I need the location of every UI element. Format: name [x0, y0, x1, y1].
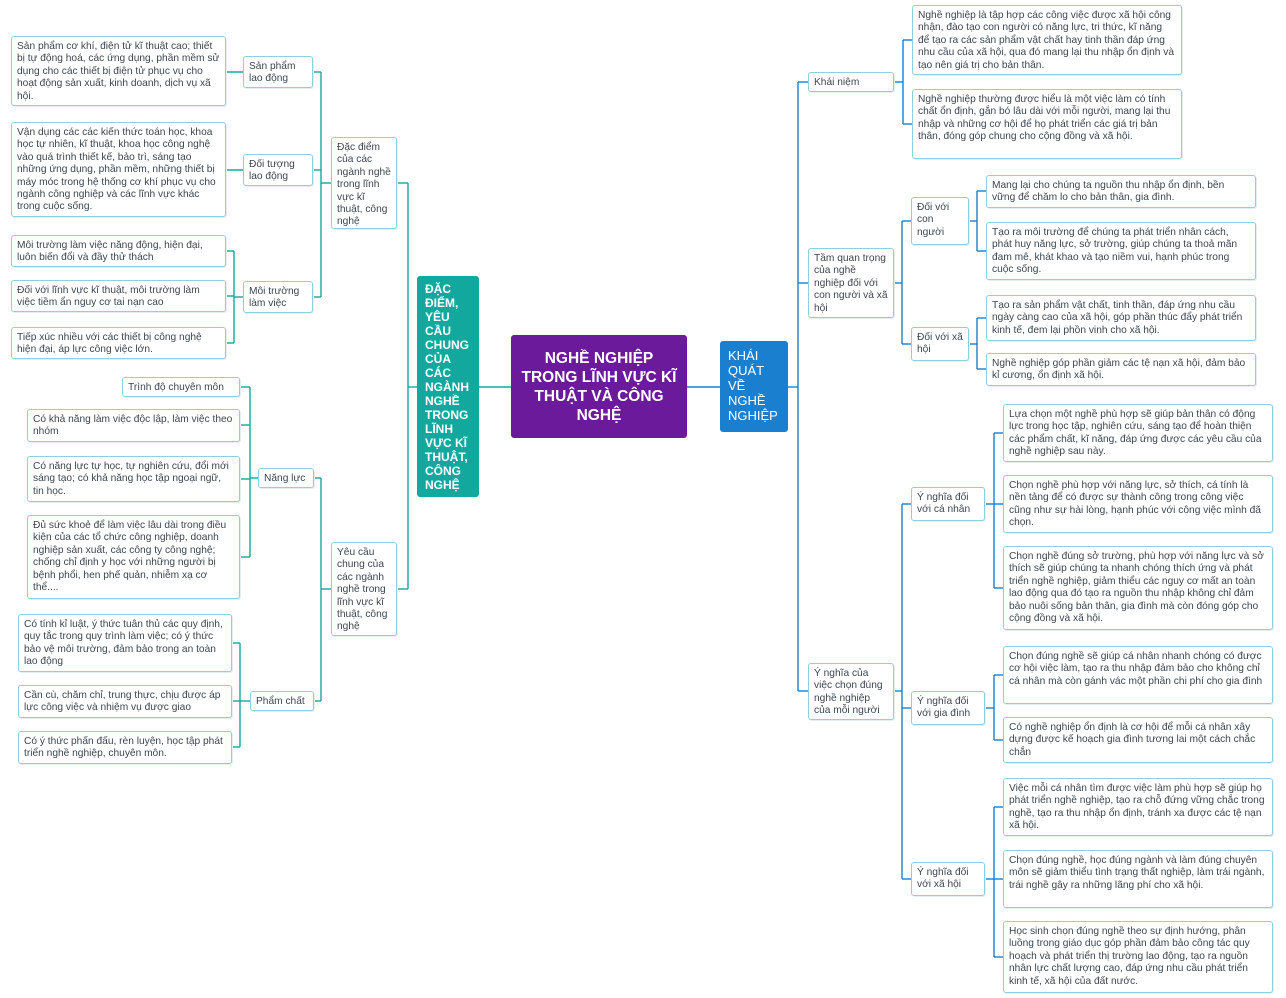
leaf-khai-niem-1: Nghề nghiệp là tập hợp các công việc đượ… — [912, 5, 1182, 75]
center-topic[interactable]: NGHỀ NGHIỆP TRONG LĨNH VỰC KĨ THUẬT VÀ C… — [511, 335, 687, 438]
leaf-ca-nhan-2: Chọn nghề phù hợp với năng lực, sở thích… — [1003, 475, 1273, 533]
leaf-gia-dinh-1: Chọn đúng nghề sẽ giúp cá nhân nhanh chó… — [1003, 646, 1273, 704]
leaf-moi-truong-2: Đối với lĩnh vực kĩ thuật, môi trường là… — [11, 280, 226, 312]
subtopic-doi-voi-con-nguoi[interactable]: Đối với con người — [911, 197, 969, 245]
subtopic-doi-tuong[interactable]: Đối tượng lao động — [243, 154, 313, 186]
leaf-xa-hoi-2: Nghề nghiệp góp phần giảm các tệ nạn xã … — [986, 353, 1256, 386]
leaf-nang-luc-1: Trình độ chuyên môn — [122, 377, 240, 397]
leaf-gia-dinh-2: Có nghề nghiệp ổn định là cơ hội để mỗi … — [1003, 717, 1273, 763]
subtopic-y-nghia-gia-dinh[interactable]: Ý nghĩa đối với gia đình — [911, 691, 985, 725]
subtopic-moi-truong[interactable]: Môi trường làm việc — [243, 281, 313, 313]
subtopic-san-pham[interactable]: Sản phẩm lao động — [243, 56, 313, 88]
subtopic-y-nghia-xa-hoi[interactable]: Ý nghĩa đối với xã hội — [911, 862, 985, 896]
leaf-pham-chat-3: Có ý thức phấn đấu, rèn luyện, học tập p… — [18, 731, 232, 764]
right-main-topic[interactable]: KHÁI QUÁT VỀ NGHỀ NGHIỆP — [720, 341, 788, 432]
leaf-nang-luc-2: Có khả năng làm việc độc lập, làm việc t… — [27, 409, 240, 442]
leaf-xa-hoi-y-2: Chọn đúng nghề, học đúng ngành và làm đú… — [1003, 850, 1273, 908]
leaf-xa-hoi-y-1: Việc mỗi cá nhân tìm được việc làm phù h… — [1003, 778, 1273, 836]
topic-dac-diem[interactable]: Đặc điểm của các ngành nghề trong lĩnh v… — [331, 137, 397, 229]
leaf-ca-nhan-1: Lựa chọn một nghề phù hợp sẽ giúp bản th… — [1003, 404, 1273, 462]
leaf-xa-hoi-1: Tạo ra sản phẩm vật chất, tinh thần, đáp… — [986, 295, 1256, 341]
topic-y-nghia[interactable]: Ý nghĩa của việc chọn đúng nghề nghiệp c… — [808, 663, 894, 720]
topic-tam-quan-trong[interactable]: Tầm quan trọng của nghề nghiệp đối với c… — [808, 248, 894, 318]
leaf-moi-truong-1: Môi trường làm việc năng động, hiện đại,… — [11, 235, 226, 267]
leaf-pham-chat-2: Cần cù, chăm chỉ, trung thực, chịu được … — [18, 685, 232, 718]
subtopic-y-nghia-ca-nhan[interactable]: Ý nghĩa đối với cá nhân — [911, 487, 985, 521]
subtopic-pham-chat[interactable]: Phẩm chất — [250, 691, 314, 711]
leaf-khai-niem-2: Nghề nghiệp thường được hiểu là một việc… — [912, 89, 1182, 159]
leaf-con-nguoi-1: Mang lại cho chúng ta nguồn thu nhập ổn … — [986, 175, 1256, 208]
subtopic-doi-voi-xa-hoi[interactable]: Đối với xã hội — [911, 327, 969, 361]
leaf-xa-hoi-y-3: Học sinh chọn đúng nghề theo sự định hướ… — [1003, 921, 1273, 993]
leaf-pham-chat-1: Có tính kỉ luật, ý thức tuân thủ các quy… — [18, 614, 232, 672]
topic-khai-niem[interactable]: Khái niệm — [808, 72, 894, 92]
topic-yeu-cau[interactable]: Yêu cầu chung của các ngành nghề trong l… — [331, 542, 397, 636]
leaf-moi-truong-3: Tiếp xúc nhiều với các thiết bị công ngh… — [11, 327, 226, 359]
leaf-nang-luc-3: Có năng lực tự học, tự nghiên cứu, đổi m… — [27, 456, 240, 502]
subtopic-nang-luc[interactable]: Năng lực — [258, 468, 314, 488]
leaf-con-nguoi-2: Tạo ra môi trường để chúng ta phát triển… — [986, 222, 1256, 280]
leaf-san-pham-1: Sản phẩm cơ khí, điện tử kĩ thuật cao; t… — [11, 36, 226, 106]
leaf-nang-luc-4: Đủ sức khoẻ để làm việc lâu dài trong đi… — [27, 515, 240, 599]
leaf-doi-tuong-1: Vận dụng các các kiến thức toán học, kho… — [11, 122, 226, 217]
leaf-ca-nhan-3: Chọn nghề đúng sở trường, phù hợp với nă… — [1003, 546, 1273, 630]
left-main-topic[interactable]: ĐẶC ĐIỂM, YÊU CẦU CHUNG CỦA CÁC NGÀNH NG… — [417, 276, 479, 497]
